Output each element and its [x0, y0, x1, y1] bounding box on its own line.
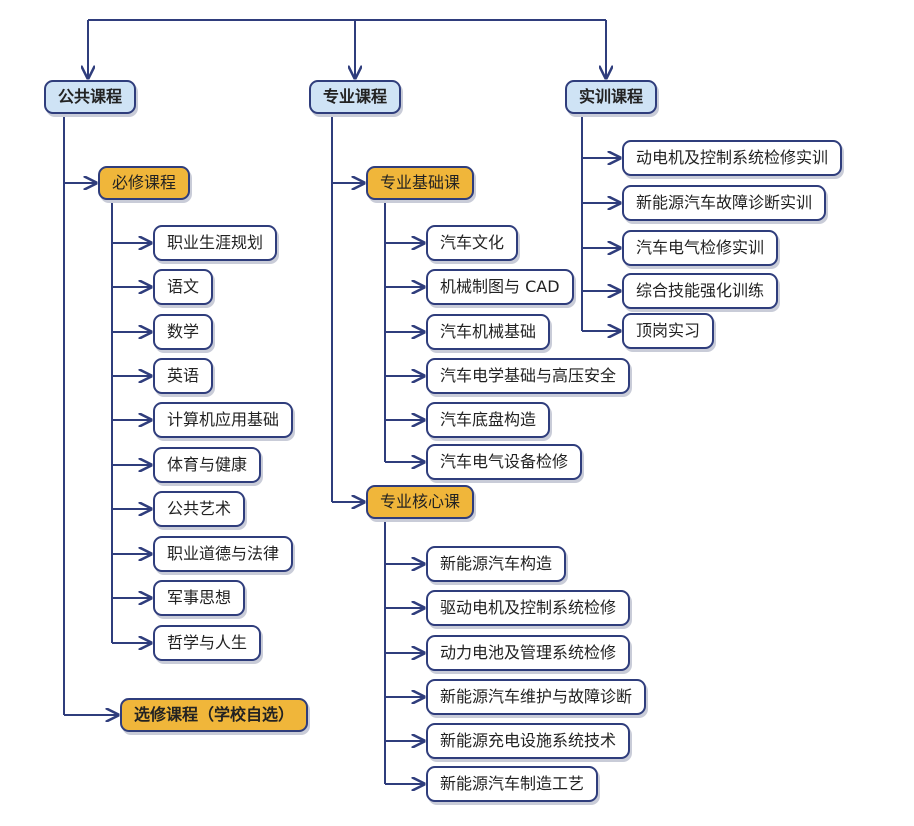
- major-basic-item: 机械制图与 CAD: [426, 269, 574, 305]
- required-course-item: 英语: [153, 358, 214, 394]
- major-core-item: 驱动电机及控制系统检修: [426, 590, 631, 626]
- root-major-courses: 专业课程: [309, 80, 402, 114]
- major-core-item: 新能源充电设施系统技术: [426, 723, 631, 759]
- practice-item: 动电机及控制系统检修实训: [622, 140, 843, 176]
- practice-item: 新能源汽车故障诊断实训: [622, 185, 827, 221]
- major-core-item: 动力电池及管理系统检修: [426, 635, 631, 671]
- required-course-item: 体育与健康: [153, 447, 262, 483]
- practice-item: 综合技能强化训练: [622, 273, 779, 309]
- required-course-item: 语文: [153, 269, 214, 305]
- major-core-item: 新能源汽车构造: [426, 546, 567, 582]
- major-basic-item: 汽车电学基础与高压安全: [426, 358, 631, 394]
- root-practice-courses: 实训课程: [565, 80, 658, 114]
- major-basic-item: 汽车底盘构造: [426, 402, 551, 438]
- required-course-item: 哲学与人生: [153, 625, 262, 661]
- required-course-item: 计算机应用基础: [153, 402, 294, 438]
- category-required-courses: 必修课程: [98, 166, 191, 200]
- major-basic-item: 汽车机械基础: [426, 314, 551, 350]
- major-core-item: 新能源汽车维护与故障诊断: [426, 679, 647, 715]
- category-major-core: 专业核心课: [366, 485, 475, 519]
- root-public-courses: 公共课程: [44, 80, 137, 114]
- required-course-item: 职业生涯规划: [153, 225, 278, 261]
- required-course-item: 数学: [153, 314, 214, 350]
- practice-item: 顶岗实习: [622, 313, 715, 349]
- required-course-item: 公共艺术: [153, 491, 246, 527]
- required-course-item: 职业道德与法律: [153, 536, 294, 572]
- category-major-basic: 专业基础课: [366, 166, 475, 200]
- practice-item: 汽车电气检修实训: [622, 230, 779, 266]
- category-elective-courses: 选修课程（学校自选）: [120, 698, 309, 732]
- major-core-item: 新能源汽车制造工艺: [426, 766, 599, 802]
- required-course-item: 军事思想: [153, 580, 246, 616]
- major-basic-item: 汽车电气设备检修: [426, 444, 583, 480]
- major-basic-item: 汽车文化: [426, 225, 519, 261]
